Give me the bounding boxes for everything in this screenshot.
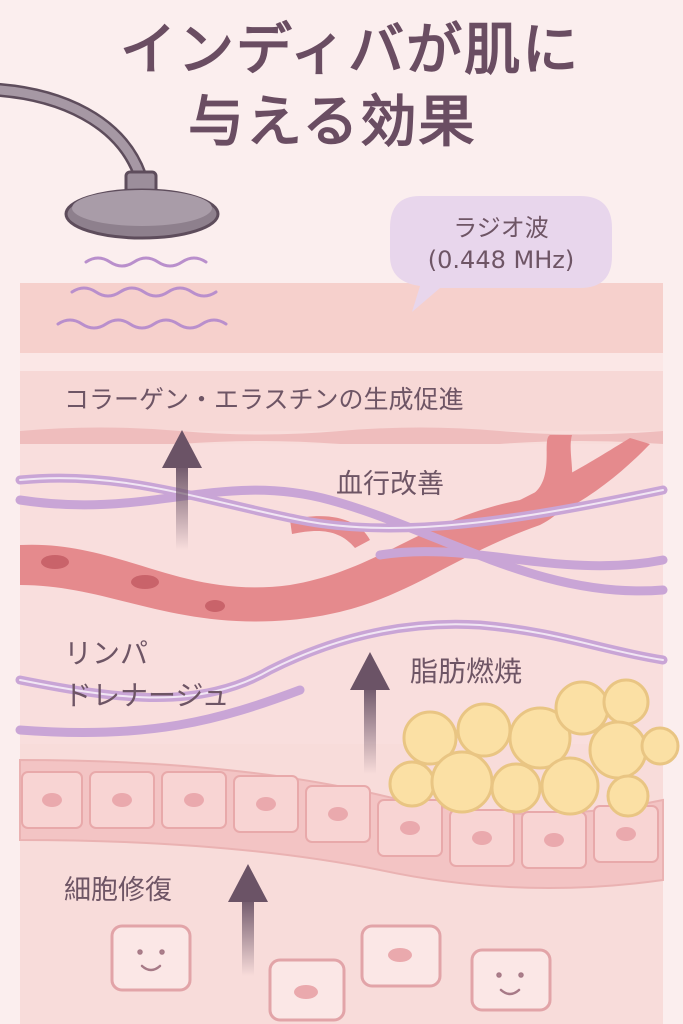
- fat-burning-label: 脂肪燃焼: [410, 655, 523, 688]
- indiba-probe-icon: [0, 83, 220, 240]
- lymph-label-line1: リンパ: [64, 637, 149, 670]
- happy-cell-icon: [110, 924, 552, 1022]
- radio-wave-frequency: (0.448 MHz): [427, 246, 575, 274]
- cell-repair-label: 細胞修復: [64, 875, 172, 906]
- up-arrow-icon: [162, 430, 390, 976]
- cell-band: [19, 758, 664, 889]
- lymph-label-line2: ドレナージュ: [64, 679, 230, 712]
- page-title-line1: インディバが肌に: [120, 18, 581, 83]
- fat-cell-icon: [388, 678, 680, 818]
- page-title-line2: 与える効果: [188, 90, 477, 155]
- blood-flow-label: 血行改善: [336, 469, 444, 500]
- radio-wave-name: ラジオ波: [453, 214, 549, 242]
- speech-bubble: [390, 196, 612, 312]
- collagen-label: コラーゲン・エラスチンの生成促進: [64, 385, 464, 414]
- radio-wave-icon: [56, 256, 228, 330]
- radio-wave-label: ラジオ波 (0.448 MHz): [390, 196, 612, 288]
